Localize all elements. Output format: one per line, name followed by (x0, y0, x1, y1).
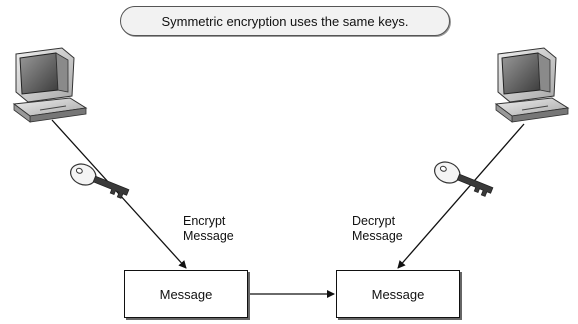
encrypt-message-label: Encrypt Message (183, 214, 234, 244)
plaintext-message-box: Message (124, 270, 248, 318)
encrypt-label-line1: Encrypt (183, 214, 226, 228)
sender-computer-icon (12, 47, 88, 123)
key-icon (434, 161, 494, 197)
encrypt-label-line2: Message (183, 229, 234, 243)
received-message-box: Message (336, 270, 460, 318)
diagram-title-text: Symmetric encryption uses the same keys. (161, 13, 409, 29)
receiver-computer-icon (494, 47, 570, 123)
key-icon (70, 163, 130, 199)
plaintext-message-label: Message (159, 286, 213, 302)
decrypt-label-line2: Message (352, 229, 403, 243)
received-message-label: Message (371, 286, 425, 302)
diagram-title: Symmetric encryption uses the same keys. (120, 6, 450, 36)
decrypt-message-label: Decrypt Message (352, 214, 403, 244)
decrypt-label-line1: Decrypt (352, 214, 396, 228)
decrypt-flow-line (397, 123, 525, 269)
